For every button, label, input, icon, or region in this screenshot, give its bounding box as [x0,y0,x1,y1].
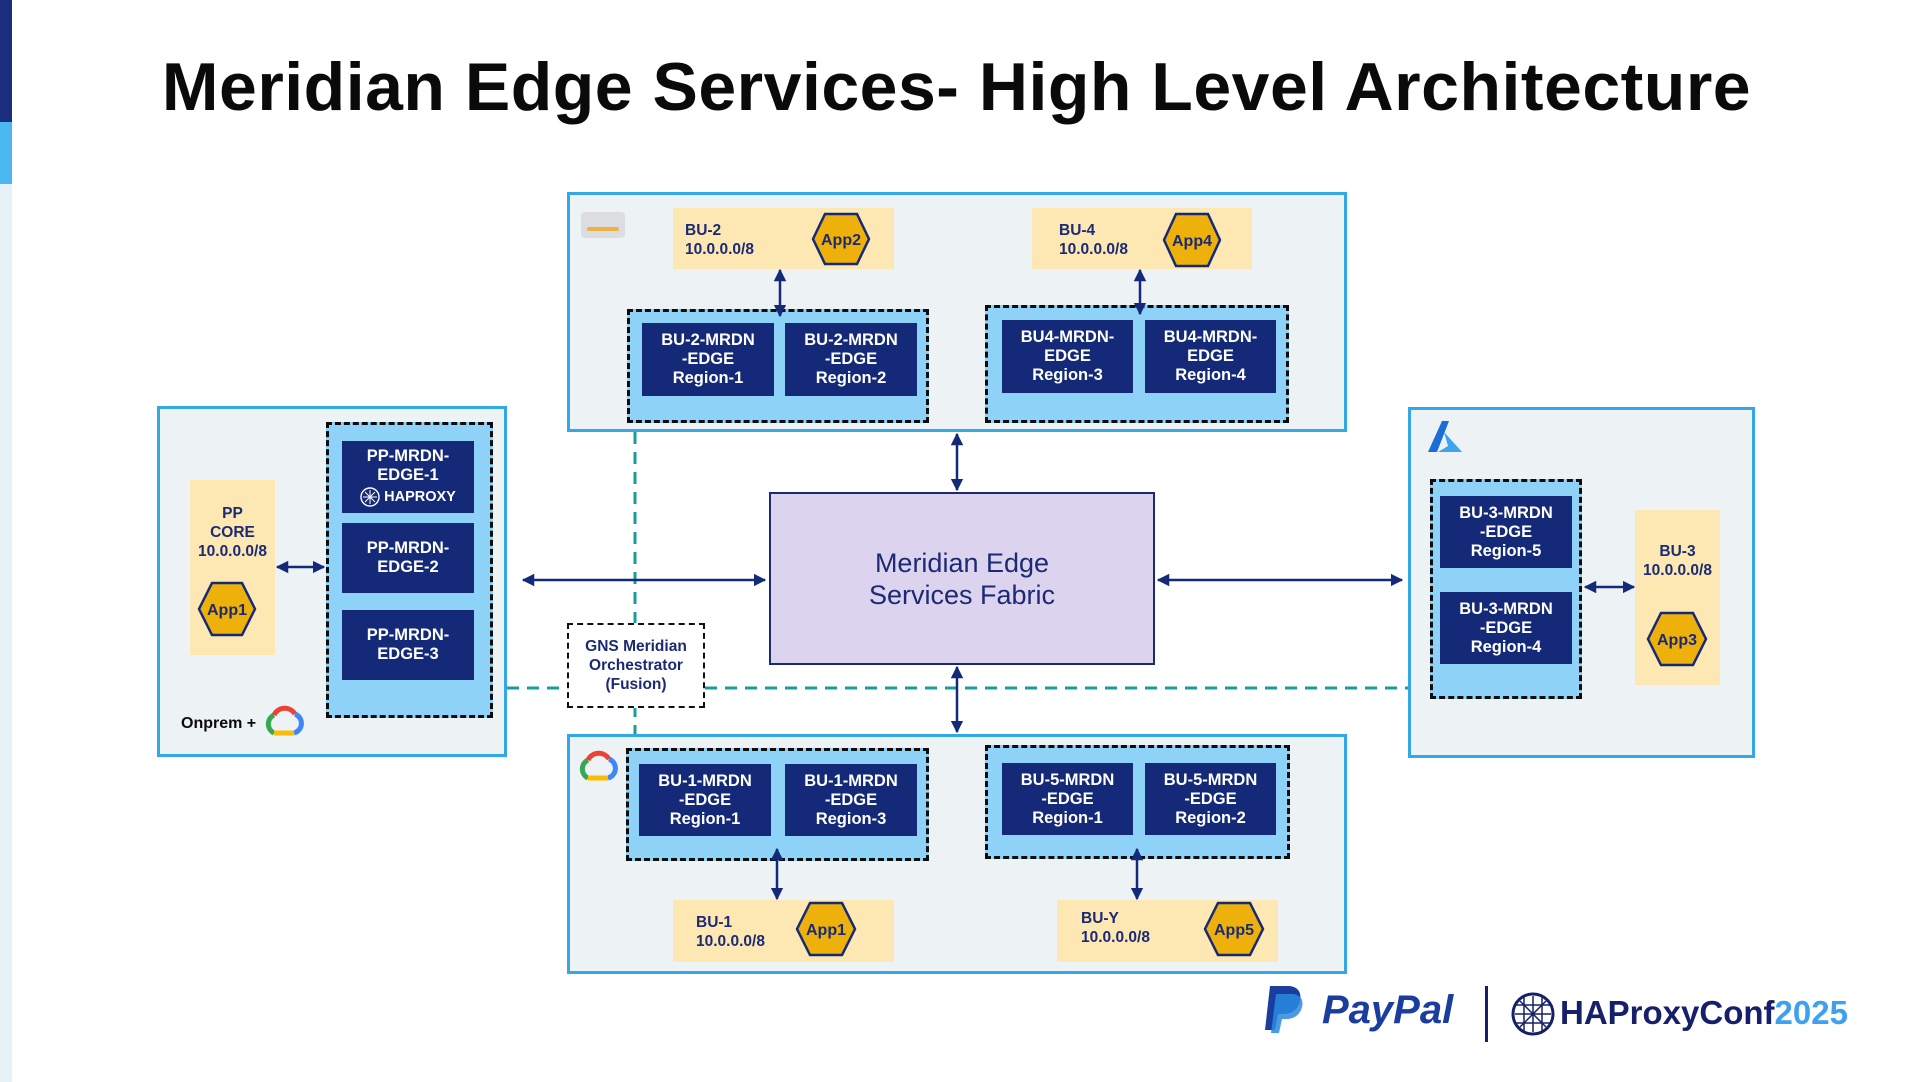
aws-logo-icon [581,212,625,238]
paypal-logo-icon [1265,986,1303,1033]
pp-edge-3-node: PP-MRDN-EDGE-3 [342,610,474,680]
slide-accent-bar [0,122,12,184]
google-cloud-icon [265,705,304,736]
google-cloud-icon [579,750,618,781]
bu1-box: BU-1 10.0.0.0/8 [673,900,894,962]
app3-hexagon: App3 [1646,611,1708,667]
paypal-wordmark: PayPal [1322,988,1454,1032]
app2-hexagon: App2 [811,212,871,266]
svg-text:App1: App1 [806,922,846,939]
svg-text:App2: App2 [821,232,861,249]
app1-gcp-hexagon: App1 [795,901,857,957]
haproxy-logo-icon [1511,992,1555,1036]
bu2-name: BU-2 [685,222,722,239]
gns-orchestrator-box: GNS Meridian Orchestrator (Fusion) [567,623,705,708]
svg-text:App3: App3 [1657,632,1697,649]
bu2-cidr: 10.0.0.0/8 [685,241,754,258]
onprem-label: Onprem + [181,715,257,732]
bu4-cidr: 10.0.0.0/8 [1059,241,1128,258]
pp-edge-1-node: PP-MRDN-EDGE-1 HAPROXY [342,441,474,513]
svg-text:App5: App5 [1214,922,1254,939]
haproxyconf-wordmark: HAProxyConf2025 [1560,994,1848,1031]
edge-services-fabric: Meridian Edge Services Fabric [769,492,1155,665]
app4-hexagon: App4 [1162,212,1222,268]
bu4-name: BU-4 [1059,222,1096,239]
slide-accent-bar [0,0,12,122]
azure-logo-icon [1428,421,1462,452]
haproxy-logo-icon [360,487,380,507]
app5-hexagon: App5 [1203,901,1265,957]
haproxy-badge: HAPROXY [360,487,456,507]
app1-core-hexagon: App1 [197,581,257,637]
page-title: Meridian Edge Services- High Level Archi… [161,49,1752,125]
pp-edge-2-node: PP-MRDN-EDGE-2 [342,523,474,593]
brand-divider [1485,986,1488,1042]
svg-text:App4: App4 [1172,233,1212,250]
slide-accent-bar [0,184,12,1082]
svg-text:App1: App1 [207,602,247,619]
